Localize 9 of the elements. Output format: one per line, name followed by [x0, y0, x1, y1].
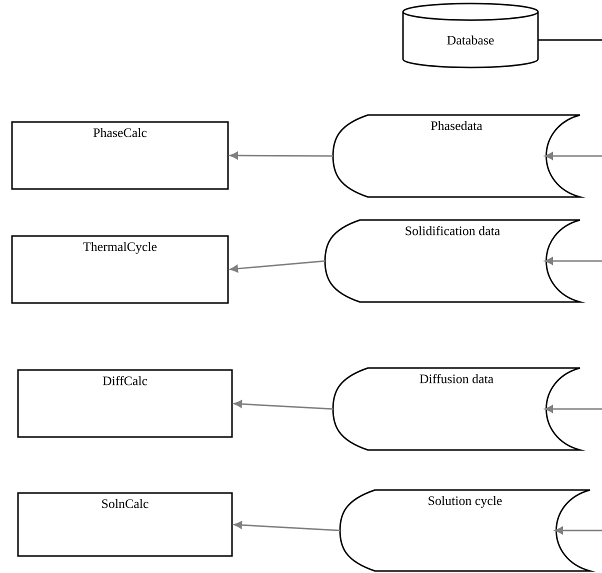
- arrow: [234, 400, 334, 410]
- arrow: [234, 521, 340, 532]
- arrow: [230, 152, 334, 160]
- process-box: SolnCalc: [17, 492, 233, 557]
- database-cylinder: Database: [402, 2, 539, 68]
- process-box: ThermalCycle: [11, 235, 229, 304]
- process-box: DiffCalc: [17, 369, 233, 438]
- process-box: PhaseCalc: [11, 121, 229, 190]
- arrow: [230, 260, 326, 272]
